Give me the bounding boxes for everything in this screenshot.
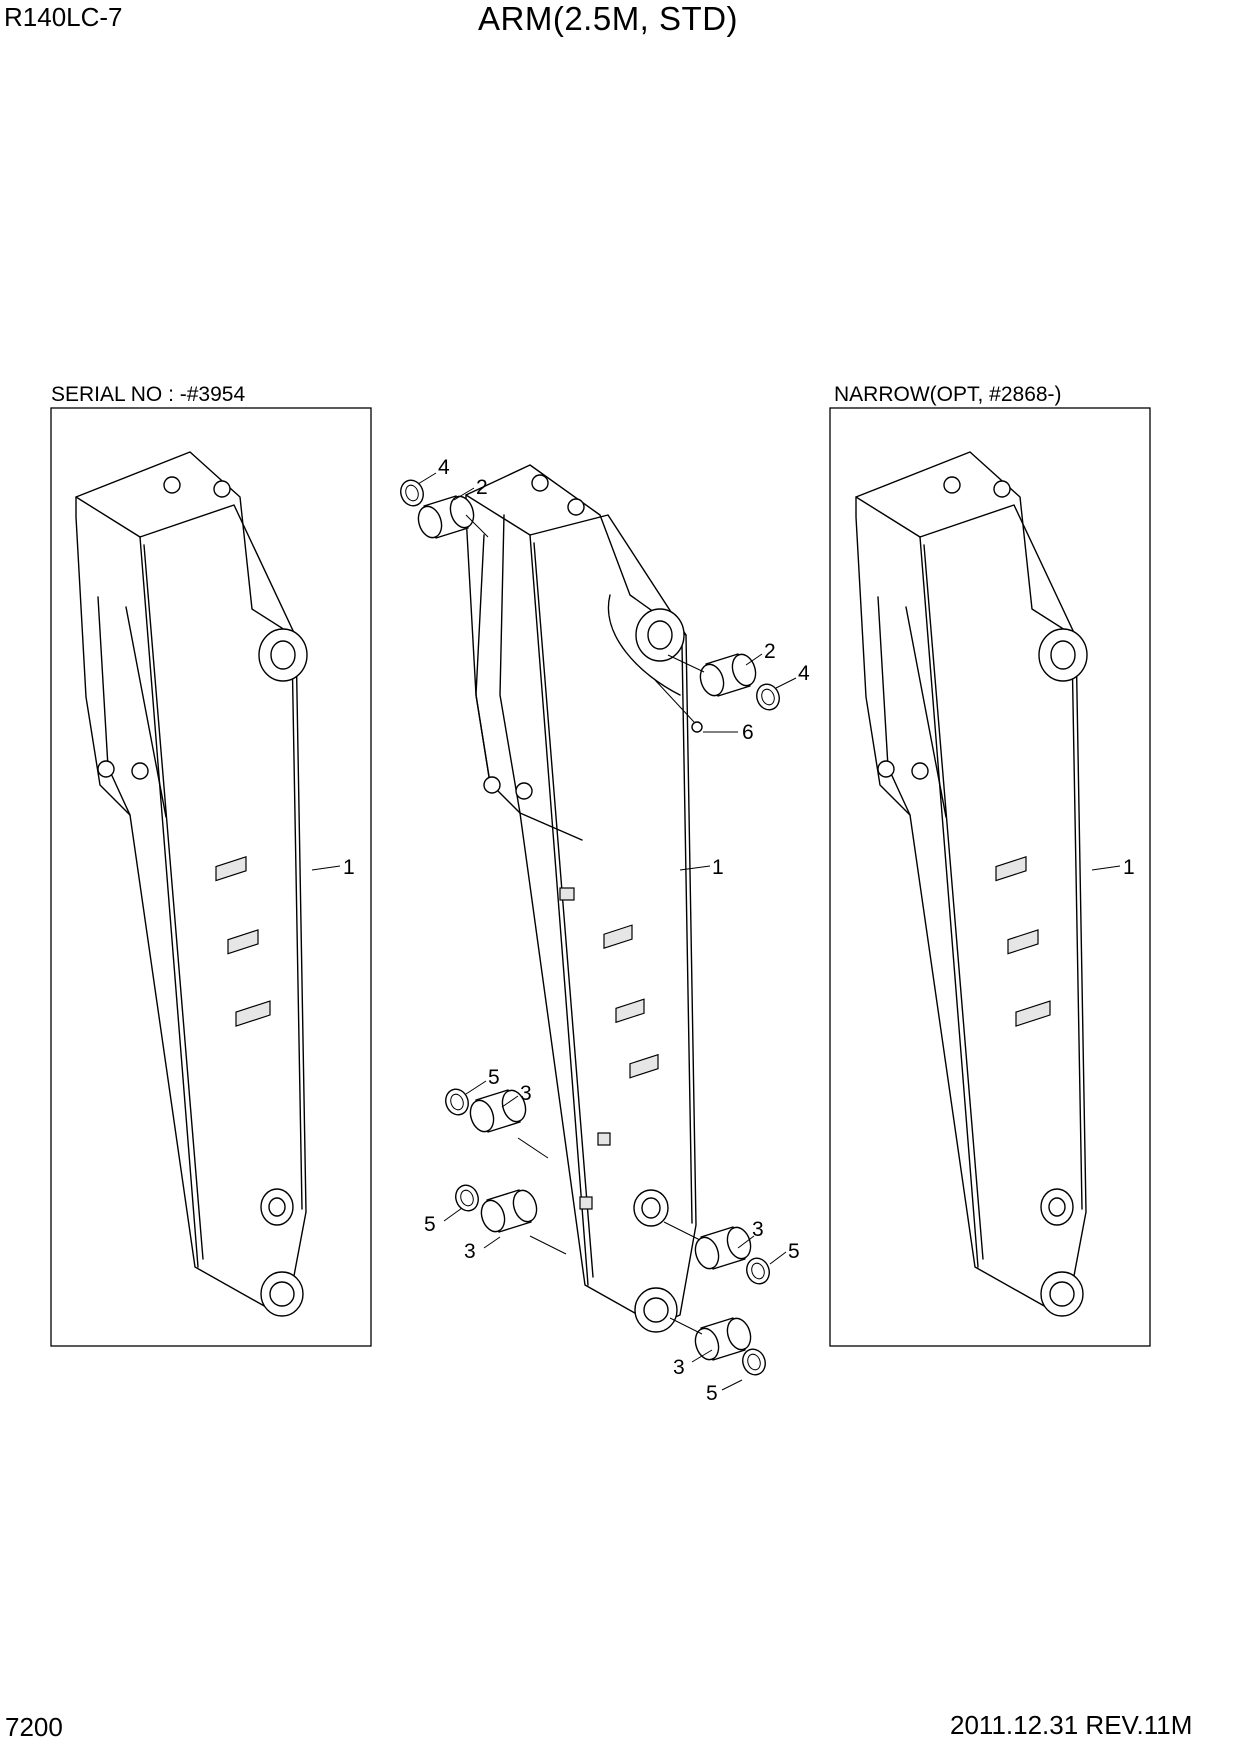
bushing-2-upper-right bbox=[695, 650, 761, 700]
right-view-caption: NARROW(OPT, #2868-) bbox=[834, 383, 1062, 406]
callout-6: 6 bbox=[742, 721, 754, 744]
shim-4-upper-right bbox=[752, 680, 784, 714]
callout-5-lower-right-upper: 5 bbox=[788, 1240, 800, 1263]
callout-2-upper-right: 2 bbox=[764, 640, 776, 663]
callout-3-lower-right-upper: 3 bbox=[752, 1218, 764, 1241]
right-view-frame bbox=[829, 407, 1151, 1347]
callout-3-lower-left: 3 bbox=[464, 1240, 476, 1263]
arm-right-view bbox=[855, 451, 1088, 1317]
page-number: 7200 bbox=[5, 1712, 63, 1742]
callout-2-upper-left: 2 bbox=[476, 476, 488, 499]
callout-1-center: 1 bbox=[712, 856, 724, 879]
callout-1-right: 1 bbox=[1123, 856, 1135, 879]
shim-5-lower-right-upper bbox=[742, 1254, 774, 1288]
callout-4-upper-left: 4 bbox=[438, 456, 450, 479]
left-view-caption: SERIAL NO : -#3954 bbox=[51, 383, 246, 406]
bushing-3-lower-right-upper bbox=[690, 1223, 756, 1273]
callout-4-upper-right: 4 bbox=[798, 662, 810, 685]
page-title: ARM(2.5M, STD) bbox=[478, 0, 739, 37]
bushing-3-lower-left bbox=[476, 1186, 542, 1236]
callout-1-left: 1 bbox=[343, 856, 355, 879]
callout-3-middle-left: 3 bbox=[520, 1082, 532, 1105]
left-view-frame bbox=[50, 407, 372, 1347]
callout-5-lower-right-lower: 5 bbox=[706, 1382, 718, 1405]
grease-nipple-6 bbox=[691, 721, 703, 733]
callout-5-middle-left: 5 bbox=[488, 1066, 500, 1089]
shim-5-middle-left bbox=[441, 1085, 473, 1119]
shim-5-lower-left bbox=[451, 1181, 483, 1215]
callout-5-lower-left: 5 bbox=[424, 1213, 436, 1236]
arm-left-view bbox=[75, 451, 308, 1317]
arm-center-view bbox=[465, 464, 697, 1333]
model-name: R140LC-7 bbox=[4, 2, 123, 32]
revision-date: 2011.12.31 REV.11M bbox=[950, 1710, 1193, 1740]
callout-3-lower-right-lower: 3 bbox=[673, 1356, 685, 1379]
